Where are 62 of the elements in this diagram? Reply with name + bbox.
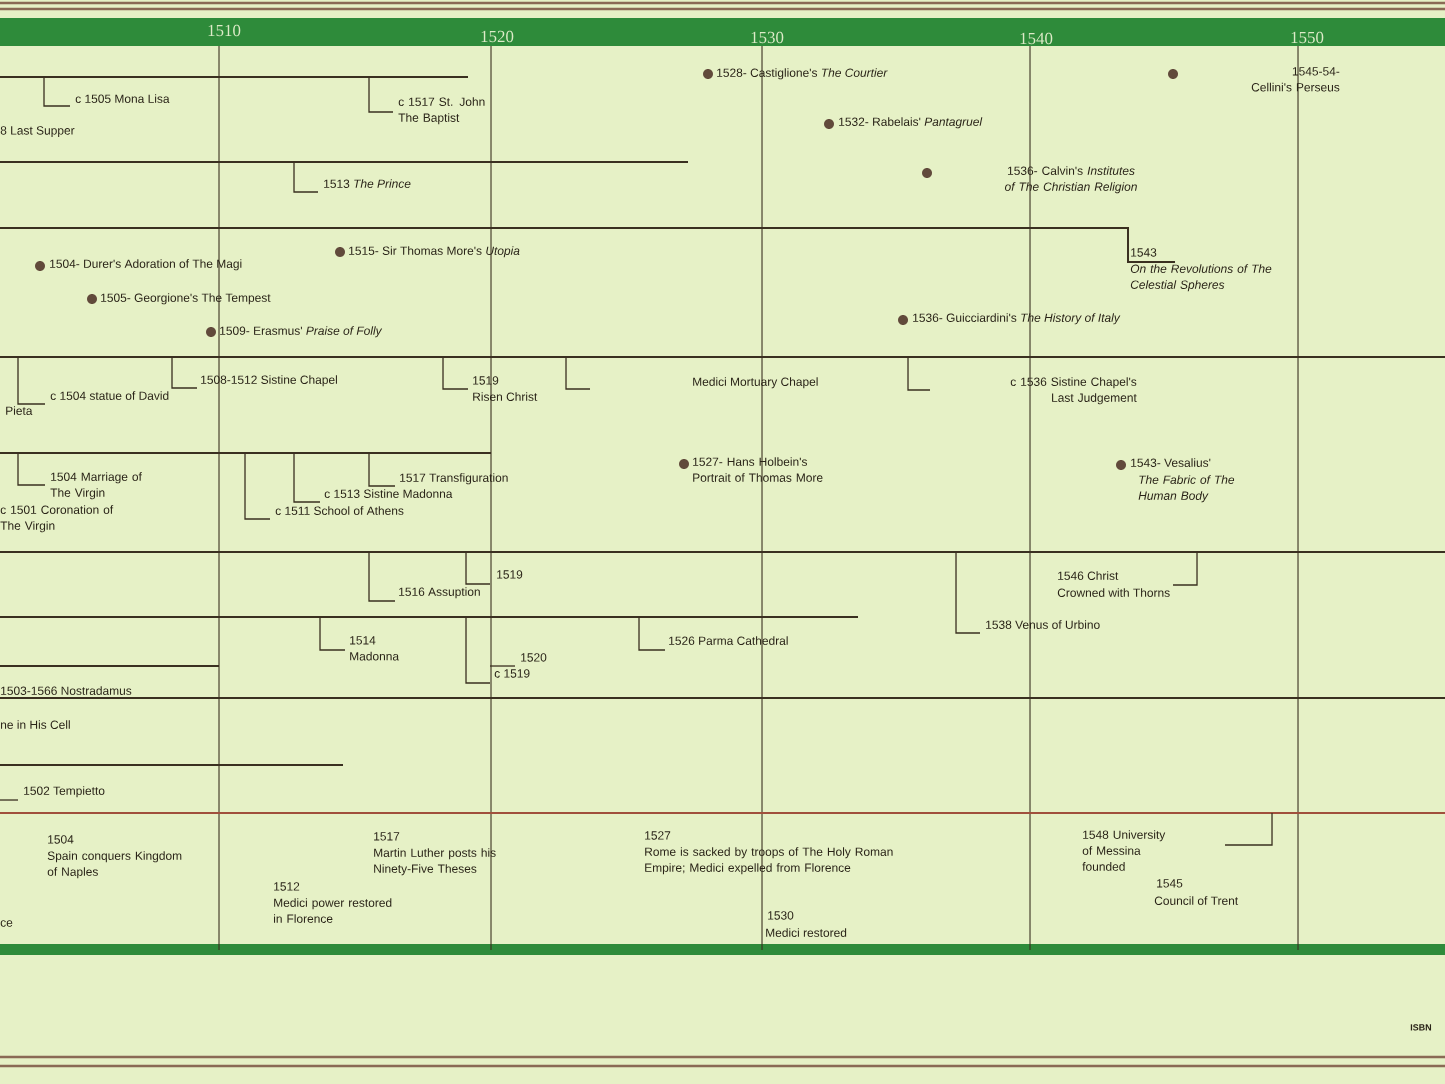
- event-label: The Fabric of The Human Body: [1138, 475, 1235, 503]
- event-label: Crowned with Thorns: [1057, 588, 1170, 597]
- event-label: 8 Last Supper: [0, 126, 75, 138]
- event-label: c 1505 Mona Lisa: [75, 94, 170, 103]
- event-label: c 1511 School of Athens: [275, 506, 404, 515]
- event-label: 1526 Parma Cathedral: [669, 636, 788, 645]
- event-label: 1528- Castiglione's The Courtier: [717, 68, 888, 80]
- event-label: 1530: [768, 911, 794, 920]
- year-label: 1520: [481, 30, 514, 43]
- event-label: 1519: [497, 570, 523, 579]
- event-label: 1520: [521, 653, 547, 662]
- event-label: Rome is sacked by troops of The Holy Roman Empire; Medici expelled from Florence: [645, 847, 893, 875]
- event-label: c 1536 Sistine Chapel's Last Judgement: [1010, 377, 1137, 405]
- event-label: 1517: [374, 832, 400, 841]
- event-label: On the Revolutions of The Celestial Spheres: [1130, 264, 1272, 292]
- event-label: Medici restored: [766, 928, 847, 937]
- event-label: 1512: [274, 882, 300, 891]
- event-label: c 1519: [494, 669, 530, 678]
- year-label: 1530: [751, 31, 784, 44]
- event-label: Spain conquers Kingdom of Naples: [47, 851, 182, 879]
- event-label: 1505- Georgione's The Tempest: [101, 293, 271, 305]
- event-label: Martin Luther posts his Ninety-Five Theses: [374, 848, 496, 876]
- event-label: 1504 Marriage of The Virgin: [50, 472, 142, 500]
- event-label: c 1504 statue of David: [50, 391, 169, 400]
- year-label: 1510: [208, 24, 241, 37]
- year-label: 1540: [1020, 32, 1053, 45]
- year-label: 1550: [1291, 31, 1324, 44]
- event-label: 1543: [1131, 248, 1157, 257]
- footer-text: ISBN: [1410, 1024, 1432, 1031]
- event-label: 1532- Rabelais' Pantagruel: [839, 117, 983, 129]
- event-label: 1546 Christ: [1058, 571, 1119, 580]
- event-label: 1504- Durer's Adoration of The Magi: [50, 259, 242, 271]
- event-label: Risen Christ: [473, 392, 538, 401]
- event-label: 1527- Hans Holbein's Portrait of Thomas More: [693, 457, 823, 482]
- event-label: 1513 The Prince: [324, 179, 411, 188]
- event-label: 1515- Sir Thomas More's Utopia: [349, 246, 520, 258]
- event-label: 1527: [645, 831, 671, 840]
- event-label: 1519: [473, 376, 499, 385]
- event-label: 1503-1566 Nostradamus: [1, 686, 132, 695]
- event-label: 1502 Tempietto: [24, 786, 105, 798]
- event-label: 1504: [48, 835, 74, 844]
- event-label: 1516 Assuption: [399, 587, 480, 599]
- event-label: ce: [0, 920, 13, 927]
- event-label: ne in His Cell: [1, 720, 70, 729]
- event-label: 1538 Venus of Urbino: [986, 620, 1100, 629]
- event-label: 1517 Transfiguration: [400, 473, 508, 485]
- event-label: Pieta: [6, 406, 33, 415]
- event-label: 1509- Erasmus' Praise of Folly: [220, 326, 383, 338]
- event-label: 1508-1512 Sistine Chapel: [201, 375, 337, 387]
- event-label: Medici Mortuary Chapel: [693, 377, 818, 389]
- event-label: 1548 University of Messina founded: [1082, 830, 1166, 871]
- event-label: 1545-54- Cellini's Perseus: [1251, 67, 1340, 92]
- event-label: 1543- Vesalius': [1131, 458, 1211, 467]
- event-label: 1514 Madonna: [350, 636, 400, 661]
- event-label: 1536- Calvin's Institutes of The Christian Religion: [1004, 166, 1137, 194]
- event-label: Council of Trent: [1154, 896, 1239, 905]
- event-label: c 1513 Sistine Madonna: [324, 489, 453, 498]
- event-label: c 1517 St. John The Baptist: [398, 97, 485, 125]
- event-label: 1536- Guicciardini's The History of Italy: [913, 313, 1121, 325]
- event-label: Medici power restored in Florence: [274, 898, 392, 923]
- event-label: 1545: [1157, 879, 1183, 888]
- event-label: c 1501 Coronation of The Virgin: [0, 505, 114, 533]
